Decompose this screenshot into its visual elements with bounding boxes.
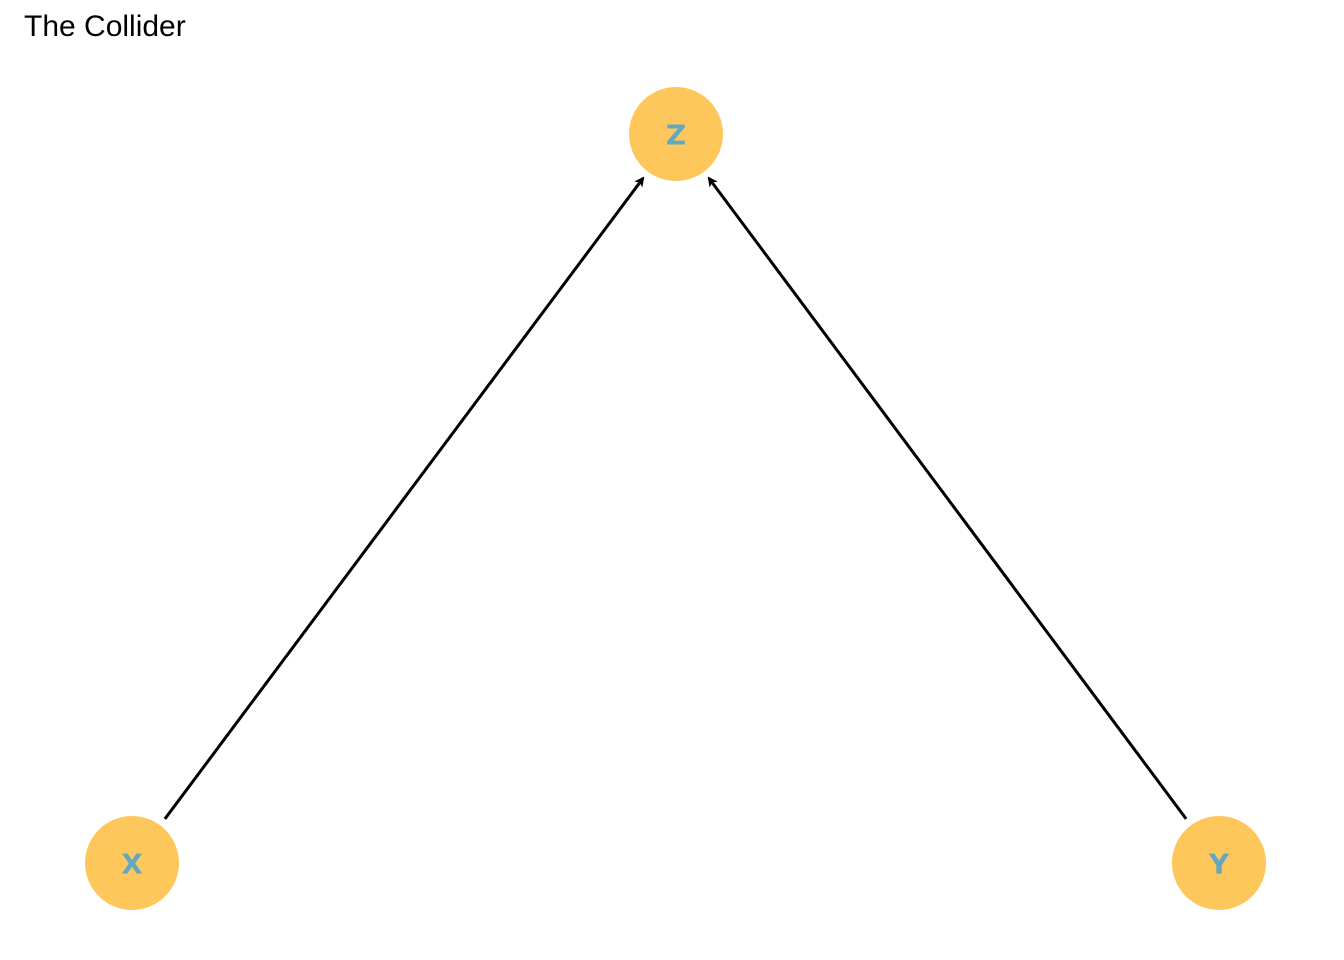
diagram-title: The Collider <box>24 10 186 43</box>
node-y: Y <box>1172 816 1266 910</box>
node-circle <box>629 87 723 181</box>
node-circle <box>1172 816 1266 910</box>
node-x: X <box>85 816 179 910</box>
node-label: Z <box>666 119 686 152</box>
edge-x-to-z <box>163 176 645 820</box>
nodes-layer: X Z Y <box>85 87 1266 910</box>
edge-y-to-z <box>707 176 1188 820</box>
node-circle <box>85 816 179 910</box>
node-z: Z <box>629 87 723 181</box>
edges-layer <box>163 176 1188 820</box>
node-label: X <box>121 848 143 881</box>
node-label: Y <box>1208 848 1230 881</box>
